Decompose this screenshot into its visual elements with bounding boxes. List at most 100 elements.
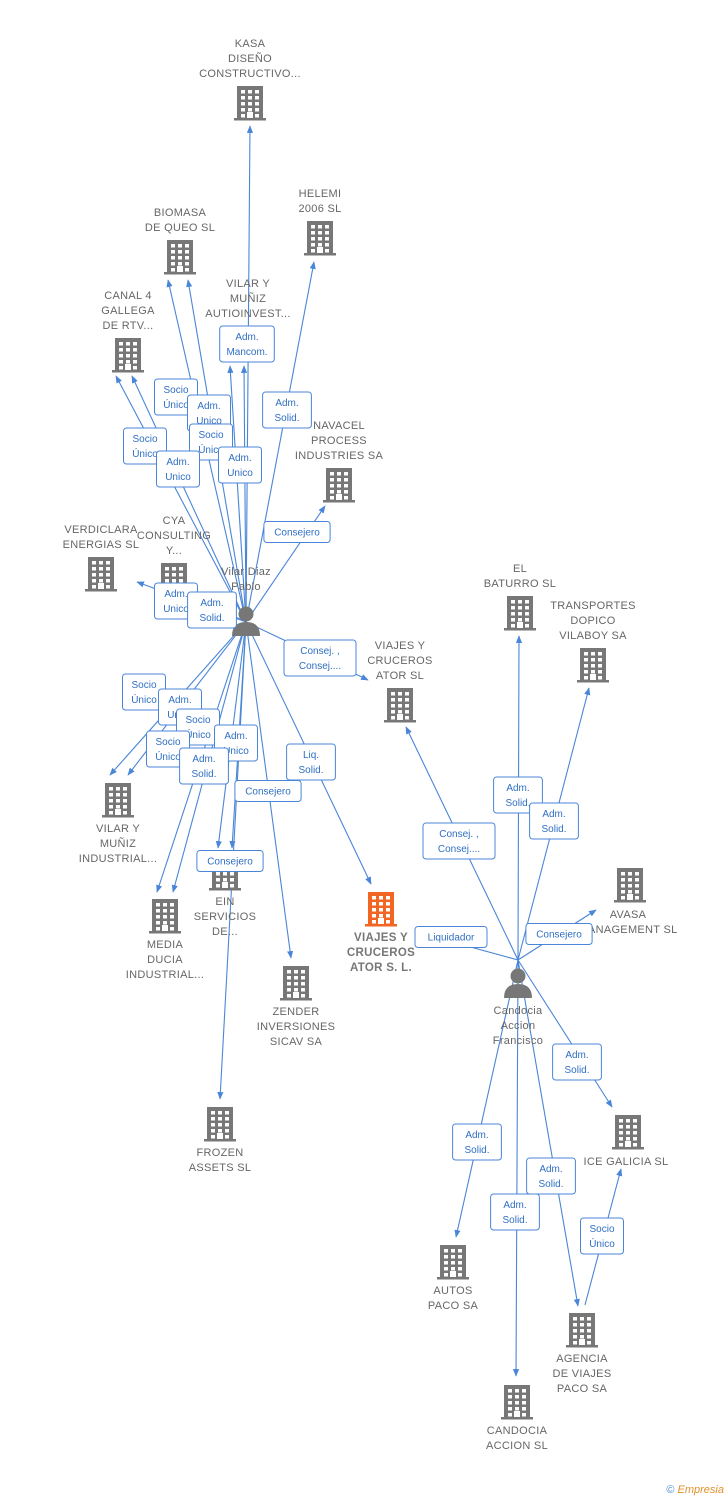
building-window <box>165 579 169 583</box>
building-window <box>344 478 348 482</box>
relation-label[interactable]: Liquidador <box>414 926 488 948</box>
relation-label[interactable]: Liq.Solid. <box>286 743 336 781</box>
relation-label[interactable]: Consejero <box>263 521 331 543</box>
relation-label-text: Adm. <box>228 453 251 464</box>
building-window <box>587 1329 591 1333</box>
building-window <box>225 1129 229 1133</box>
node-label-line: INDUSTRIES SA <box>295 450 384 462</box>
relation-label-box <box>219 325 275 363</box>
building-window <box>635 872 639 876</box>
building-window <box>165 573 169 577</box>
relation-label[interactable]: Adm.Solid. <box>187 591 237 629</box>
building-window <box>379 896 383 900</box>
building-window <box>171 262 175 266</box>
relation-label[interactable]: Adm.Mancom. <box>219 325 275 363</box>
relation-label-text: Adm. <box>275 398 298 409</box>
footer-brand[interactable]: © Empresia <box>666 1484 724 1496</box>
node-label-line: Y... <box>166 545 182 557</box>
edge-candocia_p-to-agencia <box>517 959 580 1307</box>
relation-label-text: Socio <box>163 385 188 396</box>
building-door <box>98 583 104 591</box>
building-window <box>255 102 259 106</box>
relation-label[interactable]: Consejero <box>234 780 302 802</box>
relation-label[interactable]: Adm.Unico <box>187 394 231 432</box>
relation-label[interactable]: Adm.Unico <box>156 450 200 488</box>
relation-label[interactable]: Consej. ,Consej.... <box>422 822 496 860</box>
relation-label[interactable]: Adm.Solid. <box>490 1193 540 1231</box>
building-window <box>391 692 395 696</box>
node-ice[interactable]: ICE GALICIA SL <box>584 1115 669 1168</box>
relation-label-text: Único <box>155 750 181 763</box>
building-window <box>230 872 234 876</box>
building-window <box>216 872 220 876</box>
relation-label[interactable]: Adm.Solid. <box>179 747 229 785</box>
building-window <box>391 698 395 702</box>
node-kasa[interactable]: KASADISEÑOCONSTRUCTIVO... <box>199 38 301 121</box>
relation-label-text: Socio <box>198 430 223 441</box>
relation-label[interactable]: Consej. ,Consej.... <box>283 639 357 677</box>
relation-label[interactable]: Consejero <box>196 850 264 872</box>
building-window <box>525 618 529 622</box>
relation-label[interactable]: Adm.Solid. <box>529 802 579 840</box>
building-door <box>293 992 299 1000</box>
building-window <box>163 921 167 925</box>
building-window <box>248 102 252 106</box>
node-label-line: VILAR Y <box>226 278 270 290</box>
relation-label-box <box>414 926 488 948</box>
node-media[interactable]: MEDIADUCIAINDUSTRIAL... <box>126 899 204 981</box>
building-window <box>255 90 259 94</box>
building-base <box>384 720 416 723</box>
building-window <box>178 256 182 260</box>
node-vilar_ind[interactable]: VILAR YMUÑIZINDUSTRIAL... <box>79 783 157 865</box>
building-window <box>211 1129 215 1133</box>
relation-label[interactable]: Consejero <box>525 923 593 945</box>
relation-label[interactable]: Adm.Solid. <box>452 1123 502 1161</box>
building-door <box>514 1411 520 1419</box>
relation-label[interactable]: Adm.Solid. <box>262 391 312 429</box>
building-window <box>123 799 127 803</box>
building-window <box>223 878 227 882</box>
building-window <box>584 658 588 662</box>
edge-vilar_pablo-to-vilar_autio <box>227 365 247 623</box>
relation-label[interactable]: Adm.Solid. <box>526 1157 576 1195</box>
relation-label[interactable]: Adm.Solid. <box>552 1043 602 1081</box>
node-label-line: SICAV SA <box>270 1036 323 1048</box>
building-window <box>458 1267 462 1271</box>
edge-vilar_pablo-to-vilar_autio <box>240 365 248 623</box>
building-window <box>522 1413 526 1417</box>
node-label-line: PROCESS <box>311 435 367 447</box>
building-door <box>222 882 228 890</box>
building-base <box>612 1147 644 1150</box>
building-window <box>99 573 103 577</box>
relation-label-box <box>529 802 579 840</box>
relation-label[interactable]: Adm.Unico <box>218 446 262 484</box>
node-label-line: Pablo <box>231 581 261 593</box>
node-label-line: Candocia <box>494 1005 543 1017</box>
node-label-line: CRUCEROS <box>347 947 415 959</box>
building-window <box>628 872 632 876</box>
relation-label-text: Unico <box>165 472 191 483</box>
node-label-line: AUTIOINVEST... <box>205 308 291 320</box>
